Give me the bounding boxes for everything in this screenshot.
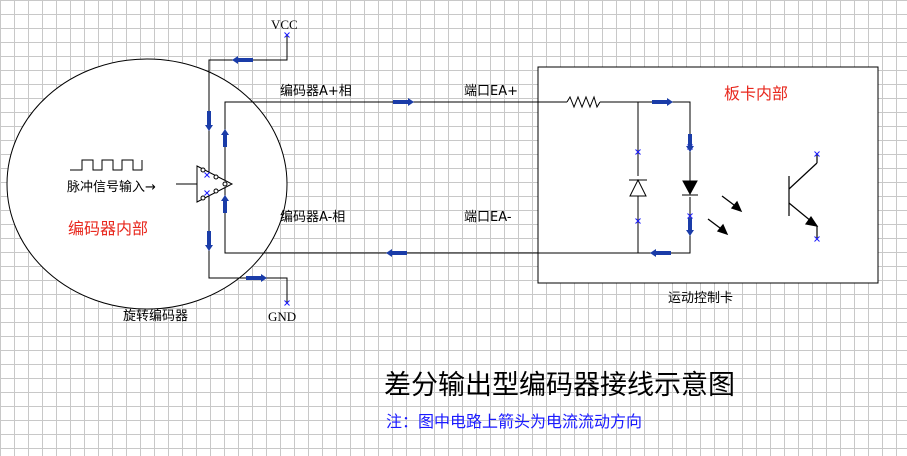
phototransistor-icon	[788, 154, 819, 238]
encoder-caption: 旋转编码器	[123, 309, 188, 324]
card-inner-label: 板卡内部	[724, 84, 788, 103]
gnd-label: GND	[268, 309, 296, 324]
vcc-label: VCC	[271, 17, 298, 32]
diagram-title: 差分输出型编码器接线示意图	[384, 370, 735, 401]
protection-diode-icon	[629, 178, 647, 197]
line-driver-icon	[176, 165, 234, 203]
optocoupler-led-icon	[682, 180, 698, 196]
pulse-input-label: 脉冲信号输入→	[67, 179, 156, 195]
pulse-waveform-icon	[70, 159, 143, 171]
resistor-icon	[566, 95, 601, 109]
current-direction-arrows	[205, 56, 694, 282]
port-ea-minus-label: 端口EA-	[464, 210, 512, 225]
light-emission-icon	[707, 195, 743, 236]
wire-a-minus-label: 编码器A-相	[280, 210, 345, 225]
wire-a-plus-label: 编码器A+相	[280, 84, 352, 99]
card-box	[537, 66, 879, 284]
port-ea-plus-label: 端口EA+	[464, 84, 518, 99]
diagram-note: 注：图中电路上箭头为电流流动方向	[386, 412, 642, 431]
card-caption: 运动控制卡	[668, 291, 733, 306]
encoder-inner-label: 编码器内部	[68, 219, 148, 238]
encoder-body	[6, 58, 288, 310]
